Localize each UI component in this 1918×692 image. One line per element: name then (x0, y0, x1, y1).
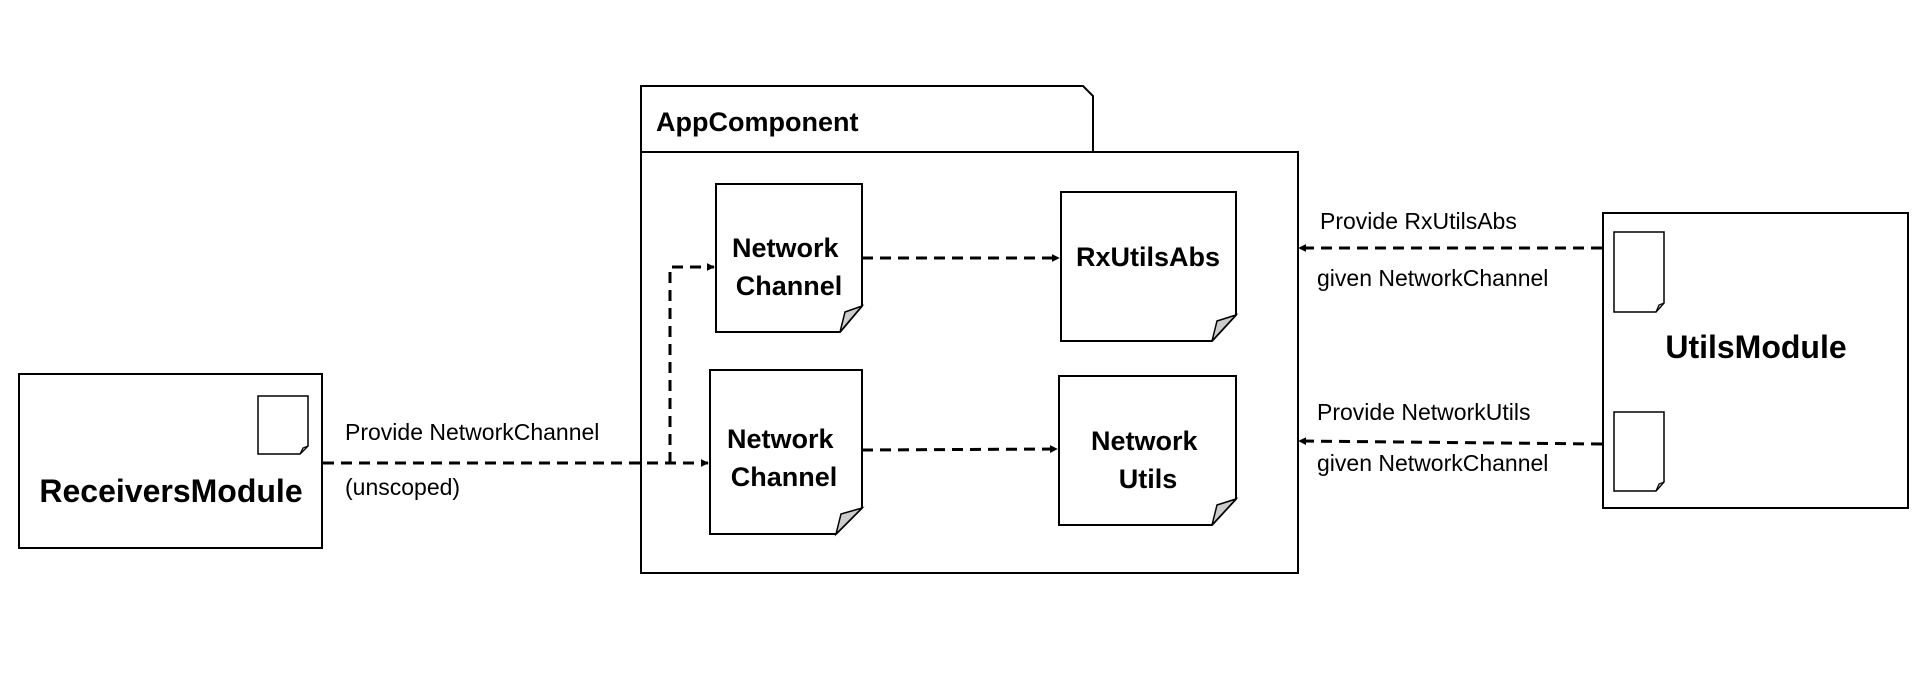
edge-label-given-networkchannel-1: given NetworkChannel (1317, 265, 1548, 291)
receivers-module[interactable]: ReceiversModule (18, 373, 323, 549)
edge-utils-module-to-app-networkutils (1298, 437, 1603, 446)
utils-module-artifact-icon-top (1613, 231, 1665, 313)
rx-utils-abs-node[interactable]: RxUtilsAbs (1060, 191, 1239, 342)
receivers-module-label: ReceiversModule (39, 473, 302, 509)
network-utils-label: Network Utils (1091, 426, 1205, 494)
network-channel-top-node[interactable]: Network Channel (715, 183, 865, 333)
network-channel-bottom-node[interactable]: Network Channel (709, 369, 865, 537)
receivers-module-artifact-icon (257, 395, 309, 455)
edge-label-provide-rxutilsabs: Provide RxUtilsAbs (1320, 208, 1517, 234)
network-channel-top-label: Network Channel (732, 233, 846, 301)
edge-label-unscoped: (unscoped) (345, 474, 460, 500)
network-channel-bottom-label: Network Channel (727, 424, 841, 492)
edge-receivers-to-network-channel-top (668, 263, 715, 463)
network-utils-node[interactable]: Network Utils (1058, 375, 1239, 526)
edge-label-provide-networkutils: Provide NetworkUtils (1317, 399, 1530, 425)
edge-label-provide-networkchannel: Provide NetworkChannel (345, 419, 599, 445)
app-component-label: AppComponent (656, 107, 858, 137)
edge-label-given-networkchannel-2: given NetworkChannel (1317, 450, 1548, 476)
rx-utils-abs-label: RxUtilsAbs (1076, 242, 1220, 272)
utils-module-artifact-icon-bottom (1613, 411, 1665, 492)
utils-module-label: UtilsModule (1665, 329, 1846, 365)
edge-network-channel-bottom-to-network-utils (861, 445, 1058, 454)
utils-module[interactable]: UtilsModule (1602, 212, 1909, 509)
